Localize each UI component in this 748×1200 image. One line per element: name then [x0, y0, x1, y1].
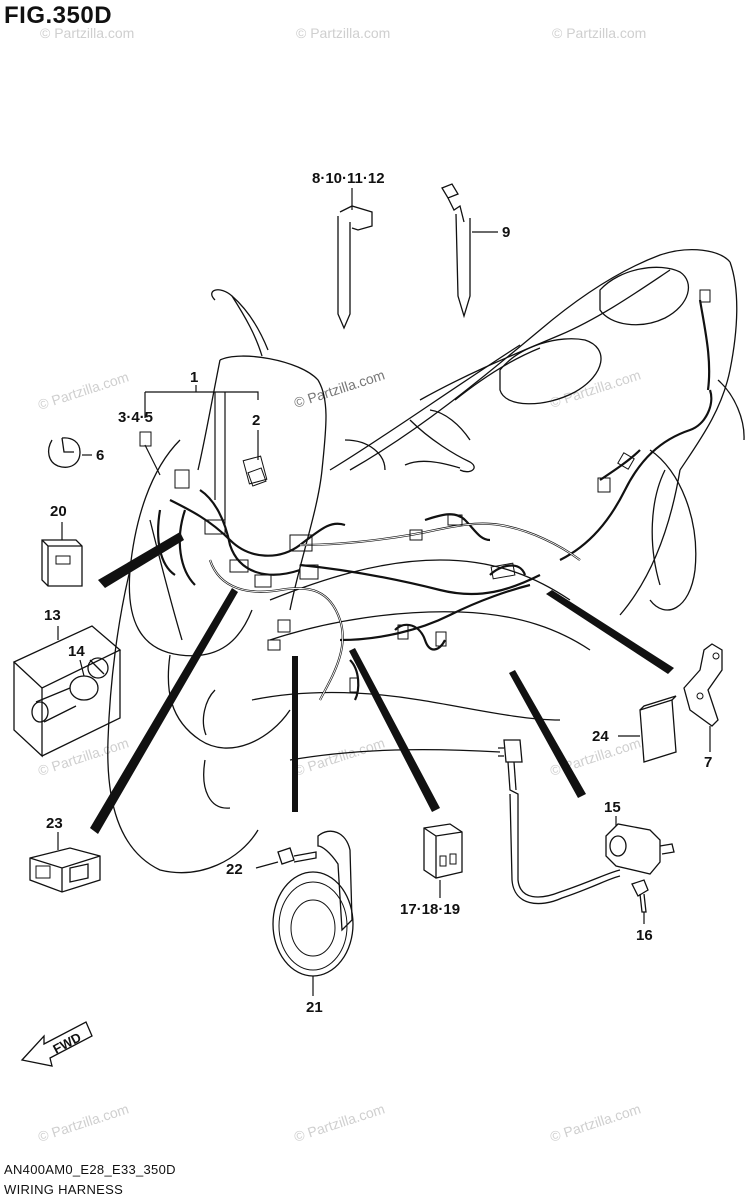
callout-15: 15 — [604, 799, 621, 816]
pointer-wedge — [292, 656, 298, 812]
part-20-relay: 20 — [41, 503, 83, 587]
pointer-wedge — [546, 590, 674, 674]
callout-group-1-5: 1 2 3·4·5 — [118, 369, 268, 520]
forward-direction-arrow: FWD — [20, 1021, 93, 1067]
watermark: © Partzilla.com — [548, 1100, 643, 1144]
callout-6: 6 — [96, 447, 104, 464]
part-9-harness-band: 9 — [441, 183, 510, 319]
part-24-pad: 24 — [592, 695, 677, 763]
pointer-wedge — [509, 670, 586, 798]
pointer-wedge — [90, 588, 238, 834]
callout-7: 7 — [704, 754, 712, 771]
harness-connector — [242, 455, 268, 485]
watermark: © Partzilla.com — [292, 366, 387, 410]
callout-17-18-19: 17·18·19 — [400, 901, 460, 918]
part-17-19-connector: 17·18·19 — [400, 823, 463, 918]
callout-13: 13 — [44, 607, 61, 624]
callout-9: 9 — [502, 224, 510, 241]
part-22-bolt: 22 — [226, 847, 317, 878]
watermark: © Partzilla.com — [292, 1100, 387, 1144]
figure-title: FIG.350D — [4, 2, 113, 29]
watermark: © Partzilla.com — [296, 25, 390, 41]
watermark: © Partzilla.com — [36, 1100, 131, 1144]
callout-8-10-11-12: 8·10·11·12 — [312, 170, 385, 187]
watermark: © Partzilla.com — [552, 25, 646, 41]
pointer-wedge — [349, 648, 440, 812]
watermarks: © Partzilla.com © Partzilla.com © Partzi… — [36, 25, 646, 1145]
pointer-wedge — [98, 532, 184, 588]
watermark: © Partzilla.com — [40, 25, 134, 41]
watermark: © Partzilla.com — [36, 734, 131, 778]
main-wiring-harness — [157, 289, 713, 701]
part-21-horn: 21 — [272, 830, 354, 1016]
part-23-sensor: 23 — [29, 815, 101, 893]
callout-2: 2 — [252, 412, 260, 429]
callout-16: 16 — [636, 927, 653, 944]
callout-22: 22 — [226, 861, 243, 878]
part-15-side-stand-switch: 15 — [604, 799, 675, 875]
callout-1: 1 — [190, 369, 198, 386]
part-6-clamp: 6 — [47, 437, 104, 468]
diagram-caption: WIRING HARNESS — [4, 1182, 124, 1197]
watermark: © Partzilla.com — [36, 368, 131, 412]
callout-3-4-5: 3·4·5 — [118, 409, 153, 426]
side-stand-switch-cable — [498, 739, 621, 905]
callout-21: 21 — [306, 999, 323, 1016]
watermark: © Partzilla.com — [548, 366, 643, 410]
model-code: AN400AM0_E28_E33_350D — [4, 1162, 176, 1177]
callout-24: 24 — [592, 728, 609, 745]
part-8-12-cable-tie: 8·10·11·12 — [312, 170, 385, 330]
callout-20: 20 — [50, 503, 67, 520]
part-7-bracket: 7 — [683, 643, 723, 771]
fuse-clip — [139, 431, 152, 447]
watermark: © Partzilla.com — [292, 734, 387, 778]
part-13-14-accessory-socket: 13 14 — [12, 607, 122, 758]
fwd-label: FWD — [50, 1030, 83, 1057]
part-16-bolt: 16 — [631, 879, 653, 944]
scooter-body-outline — [107, 249, 745, 874]
callout-14: 14 — [68, 643, 85, 660]
pointer-wedges — [90, 532, 674, 834]
callout-23: 23 — [46, 815, 63, 832]
